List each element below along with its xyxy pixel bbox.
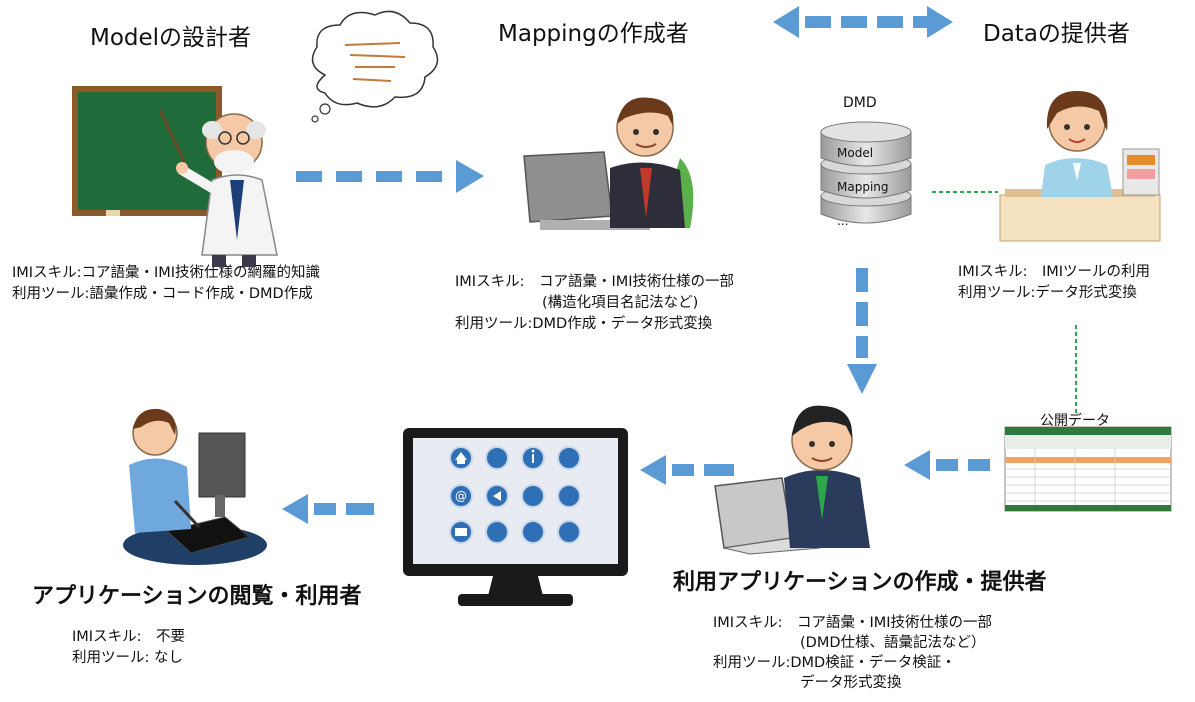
app-user-illustration	[123, 408, 267, 565]
data-provider-illustration	[999, 91, 1161, 242]
mapping-creator-title: Mappingの作成者	[498, 21, 689, 47]
description-line: (構造化項目名記法など)	[455, 295, 699, 311]
model-designer-illustration	[72, 86, 278, 267]
model-designer-title: Modelの設計者	[90, 25, 252, 51]
laptop-icon	[714, 477, 793, 549]
description-line: 利用ツール:データ形式変換	[958, 285, 1137, 301]
double-arrow-icon	[773, 6, 953, 38]
spreadsheet-icon	[1004, 426, 1172, 512]
arrow-down-icon	[847, 268, 877, 394]
description-line: IMIスキル: 不要	[72, 629, 185, 645]
model-designer-description: IMIスキル:コア語彙・IMI技術仕様の網羅的知識 利用ツール:語彙作成・コード…	[12, 263, 320, 305]
description-line: IMIスキル:コア語彙・IMI技術仕様の網羅的知識	[12, 265, 321, 281]
description-line: 利用ツール: なし	[72, 650, 183, 666]
description-line: IMIスキル: コア語彙・IMI技術仕様の一部	[713, 615, 993, 631]
dmd-layer-label: ...	[837, 214, 849, 228]
dmd-layer-label: Mapping	[837, 180, 889, 194]
description-line: IMIスキル: IMIツールの利用	[958, 264, 1151, 280]
app-user-title: アプリケーションの閲覧・利用者	[32, 584, 362, 609]
app-creator-illustration	[714, 405, 870, 555]
app-user-description: IMIスキル: 不要 利用ツール: なし	[72, 627, 185, 669]
app-creator-title: 利用アプリケーションの作成・提供者	[673, 570, 1047, 595]
description-line: データ形式変換	[713, 675, 902, 691]
arrow-left-icon	[282, 494, 374, 524]
public-data-label: 公開データ	[1040, 413, 1110, 429]
description-line: 利用ツール:DMD検証・データ検証・	[713, 655, 956, 671]
dmd-label: DMD	[843, 95, 877, 111]
description-line: 利用ツール:DMD作成・データ形式変換	[455, 316, 713, 332]
arrow-left-icon	[904, 450, 990, 480]
laptop-icon	[523, 151, 613, 223]
dashed-connector	[932, 191, 998, 193]
mapping-creator-illustration	[523, 97, 694, 230]
arrow-right-icon	[296, 160, 484, 193]
monitor-illustration: @	[403, 428, 628, 606]
thought-cloud-icon	[311, 10, 439, 123]
description-line: (DMD仕様、語彙記法など）	[713, 635, 986, 651]
data-provider-title: Dataの提供者	[983, 21, 1130, 47]
app-creator-description: IMIスキル: コア語彙・IMI技術仕様の一部 (DMD仕様、語彙記法など） 利…	[713, 613, 992, 693]
data-provider-description: IMIスキル: IMIツールの利用 利用ツール:データ形式変換	[958, 262, 1150, 304]
mapping-creator-description: IMIスキル: コア語彙・IMI技術仕様の一部 (構造化項目名記法など) 利用ツ…	[455, 272, 734, 335]
dashed-connector	[1075, 325, 1077, 413]
description-line: IMIスキル: コア語彙・IMI技術仕様の一部	[455, 274, 735, 290]
description-line: 利用ツール:語彙作成・コード作成・DMD作成	[12, 286, 313, 302]
svg-text:@: @	[455, 489, 467, 503]
dmd-layer-label: Model	[837, 146, 874, 160]
arrow-left-icon	[640, 455, 734, 485]
database-icon	[820, 121, 912, 224]
